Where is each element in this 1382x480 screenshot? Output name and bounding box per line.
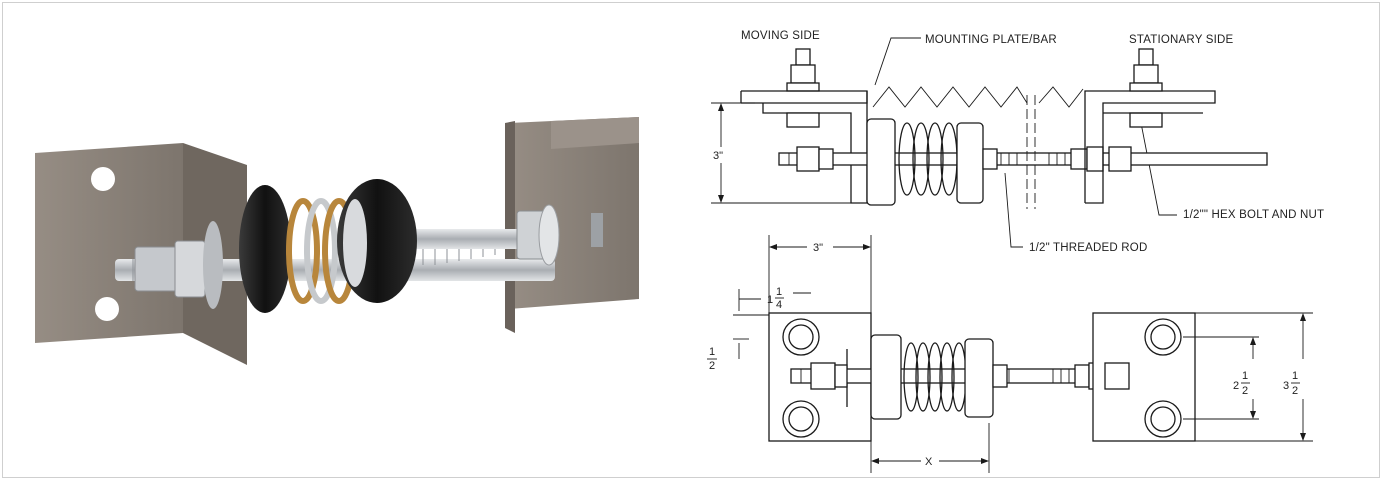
plan-view: 3" 1 1 4 1 2 [707, 235, 1313, 473]
right-hex-nut [516, 204, 603, 266]
dim-bolt-offset-num: 1 [776, 286, 782, 298]
rubber-grommet-left [239, 185, 291, 313]
dim-width: 3" [813, 242, 823, 254]
side-elevation-view: MOVING SIDE MOUNTING PLATE/BAR STATIONAR… [711, 30, 1324, 254]
left-hex-nut [134, 221, 223, 309]
technical-drawing: MOVING SIDE MOUNTING PLATE/BAR STATIONAR… [693, 3, 1379, 477]
dim-bolt-offset-den: 4 [776, 299, 782, 311]
dim-x: X [925, 456, 933, 468]
dim-plate-num: 1 [1292, 370, 1298, 382]
dim-spacing-num: 1 [1242, 370, 1248, 382]
label-mounting-plate: MOUNTING PLATE/BAR [925, 34, 1057, 46]
dim-spacing-den: 2 [1242, 385, 1248, 397]
label-threaded-rod: 1/2" THREADED ROD [1029, 242, 1147, 254]
label-hex-bolt: 1/2"" HEX BOLT AND NUT [1183, 209, 1324, 221]
label-stationary-side: STATIONARY SIDE [1129, 34, 1234, 46]
rubber-grommet-right [337, 179, 417, 303]
dim-spacing-whole: 2 [1233, 380, 1239, 392]
product-photo [3, 3, 663, 477]
dim-edge-den: 2 [709, 360, 715, 372]
dim-plate-den: 2 [1292, 385, 1298, 397]
label-moving-side: MOVING SIDE [741, 30, 820, 42]
dim-height: 3" [713, 150, 723, 162]
dim-bolt-offset-whole: 1 [767, 294, 773, 306]
dim-plate-whole: 3 [1283, 380, 1289, 392]
dim-edge-num: 1 [709, 346, 715, 358]
